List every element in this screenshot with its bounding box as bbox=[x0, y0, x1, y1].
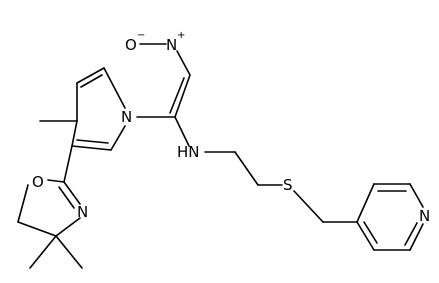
bond-ring-c6-n1 bbox=[110, 125, 126, 151]
atom-thioether-sulfur: S bbox=[283, 176, 293, 194]
bond-ring-c4-c5 bbox=[71, 120, 78, 147]
bond-py-c2-n bbox=[409, 183, 424, 208]
bond-s-ch2 bbox=[293, 190, 324, 223]
charge-nitro-nitrogen: + bbox=[177, 30, 185, 41]
bond-ring-c5-c6-double bbox=[76, 139, 109, 144]
bond-c-nh bbox=[174, 116, 190, 147]
bond-oxaz-n-c2-double bbox=[58, 186, 75, 209]
bond-oxaz-cq-n bbox=[55, 217, 81, 237]
bond-oxaz-n-c2 bbox=[63, 181, 81, 205]
bond-n-c-vinyl bbox=[176, 50, 191, 76]
charge-nitro-oxygen: − bbox=[137, 30, 145, 41]
bond-ch2-ch2 bbox=[234, 151, 259, 186]
atom-amine-nh: HN bbox=[177, 143, 200, 161]
atom-labels: O − N + N HN S O N N bbox=[32, 30, 430, 225]
bond-oxaz-ch2-cq bbox=[17, 221, 57, 237]
bonds bbox=[17, 43, 424, 269]
bond-py-n-c6-double bbox=[404, 222, 418, 246]
bond-ring-c2-c3-double bbox=[80, 74, 103, 88]
bond-vinyl-double-a bbox=[174, 74, 191, 118]
atom-oxazoline-oxygen: O bbox=[32, 173, 44, 191]
bond-oxaz-o-ch2 bbox=[17, 184, 29, 223]
atom-pyridine-nitrogen: N bbox=[419, 207, 430, 225]
bond-ring-n1-c2 bbox=[103, 67, 126, 109]
atom-oxazoline-nitrogen: N bbox=[77, 203, 88, 221]
bond-py-n-c6 bbox=[409, 223, 424, 251]
bond-ring-c5-c6 bbox=[71, 145, 112, 151]
bond-gem-methyl-a bbox=[29, 235, 57, 269]
atom-nitro-nitrogen: N bbox=[166, 36, 177, 54]
bond-py-c5-c4-double bbox=[363, 221, 378, 244]
bond-ring-oxazoline bbox=[63, 145, 73, 183]
bond-gem-methyl-b bbox=[55, 235, 83, 269]
atom-nitro-oxygen: O bbox=[125, 36, 137, 54]
bond-oxaz-c2-o bbox=[47, 179, 65, 183]
bond-ring-c2-c3 bbox=[76, 67, 105, 84]
bond-py-c4-c3 bbox=[356, 183, 375, 223]
bond-vinyl-double-b bbox=[169, 77, 185, 114]
bond-py-c5-c4 bbox=[356, 221, 375, 251]
atom-ring-nitrogen: N bbox=[121, 108, 132, 126]
